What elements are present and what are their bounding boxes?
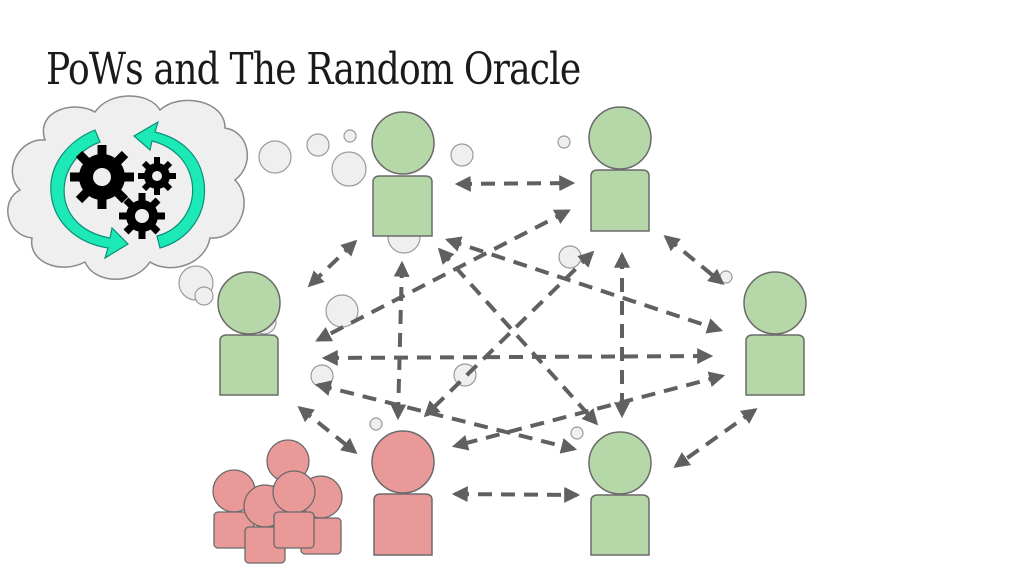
edge	[454, 175, 576, 192]
cycle-arrows-icon	[50, 120, 206, 260]
network-edges	[297, 175, 758, 503]
crowd-icon	[212, 439, 343, 564]
edge	[390, 260, 410, 421]
person-icon	[588, 106, 652, 232]
slide-title: PoWs and The Random Oracle	[46, 44, 581, 95]
edge	[321, 348, 714, 366]
honest-node	[217, 271, 281, 396]
edge	[297, 406, 358, 454]
gear-icon	[70, 145, 134, 209]
edge	[307, 239, 358, 288]
honest-node	[371, 111, 435, 237]
gear-icon	[138, 157, 176, 195]
person-icon	[371, 111, 435, 237]
honest-node	[743, 271, 807, 396]
gear-icon	[119, 193, 165, 239]
edge	[451, 486, 581, 503]
edge	[444, 236, 724, 334]
edge	[314, 380, 578, 454]
edge	[673, 408, 758, 468]
edge	[437, 247, 599, 426]
person-icon	[272, 470, 316, 549]
honest-node	[588, 106, 652, 232]
person-icon	[217, 271, 281, 396]
edge	[451, 371, 726, 451]
person-icon	[588, 431, 652, 556]
thought-cloud-icon	[7, 95, 249, 280]
edge	[315, 209, 571, 342]
edge	[663, 234, 725, 286]
person-icon	[743, 271, 807, 396]
malicious-node	[371, 430, 435, 556]
person-icon	[371, 430, 435, 556]
honest-node	[588, 431, 652, 556]
